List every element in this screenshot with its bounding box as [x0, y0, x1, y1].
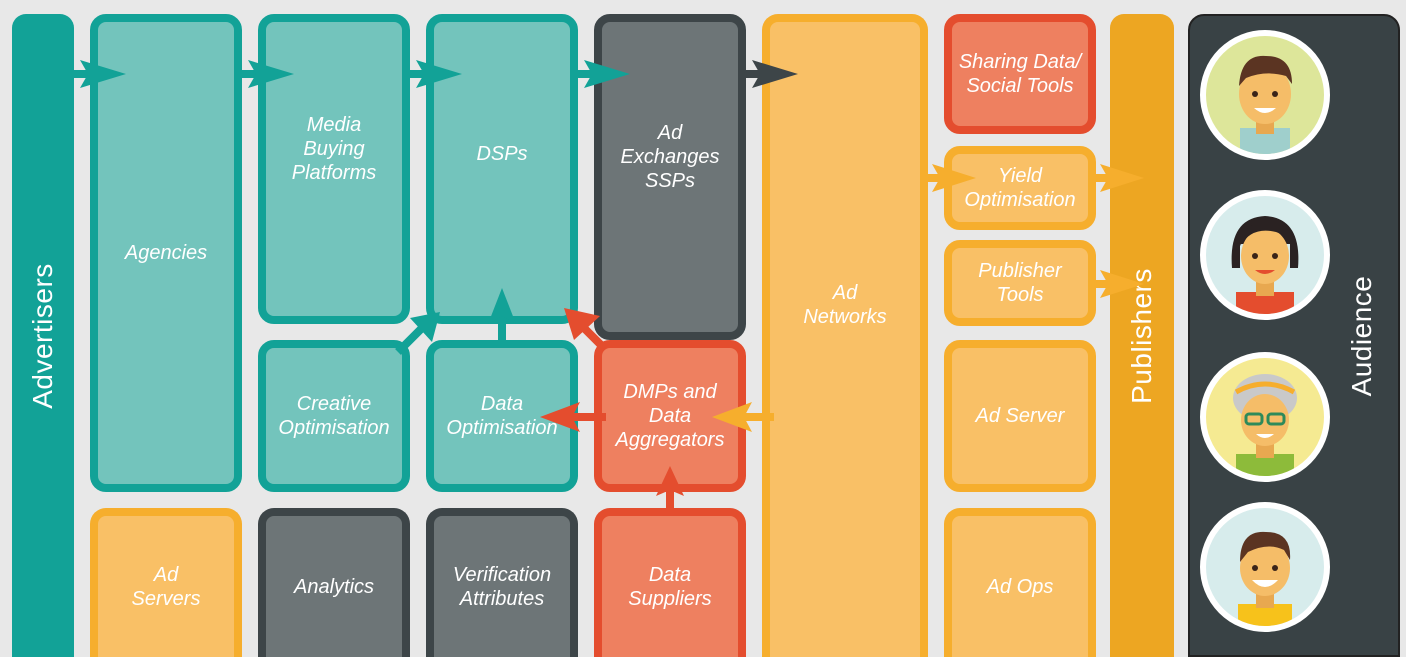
ad-server-label: Ad Server: [975, 405, 1065, 427]
media-buying-platforms-label: Media Buying Platforms: [291, 114, 377, 184]
analytics-box: Analytics: [258, 508, 410, 657]
publisher-tools-to-publishers-arrow: [1088, 270, 1144, 298]
creative-optimisation-label: Creative Optimisation: [278, 393, 390, 439]
networks-to-yield-arrow: [920, 164, 976, 192]
data-suppliers-label: Data Suppliers: [628, 563, 712, 610]
advertisers-to-agencies-arrow: [66, 60, 126, 88]
suppliers-to-dmps-arrow: [656, 466, 684, 512]
yield-optimisation-label: Yield Optimisation: [964, 165, 1076, 211]
verification-attributes-box: Verification Attributes: [426, 508, 578, 657]
publisher-tools-label: Publisher Tools: [978, 260, 1062, 306]
yield-optimisation-box: Yield Optimisation: [944, 146, 1096, 230]
ad-networks-box: Ad Networks: [762, 14, 928, 657]
ad-servers-label: Ad Servers: [131, 563, 201, 610]
publishers-column: Publishers: [1110, 14, 1174, 657]
dmps-to-data-optimisation-arrow: [540, 402, 606, 432]
yield-to-publishers-arrow: [1088, 164, 1144, 192]
networks-to-dmps-arrow: [712, 402, 774, 432]
analytics-label: Analytics: [293, 575, 375, 598]
data-optimisation-box: Data Optimisation: [426, 340, 578, 492]
media-buying-platforms-box: Media Buying Platforms: [258, 14, 410, 324]
advertisers-column: Advertisers: [12, 14, 74, 657]
ad-exchanges-ssps-label: Ad Exchanges SSPs: [620, 122, 720, 192]
creative-optimisation-box: Creative Optimisation: [258, 340, 410, 492]
data-optimisation-label: Data Optimisation: [446, 393, 558, 439]
ad-server-box: Ad Server: [944, 340, 1096, 492]
agencies-box: Agencies: [90, 14, 242, 492]
ad-networks-label: Ad Networks: [803, 281, 887, 328]
ad-exchanges-ssps-box: Ad Exchanges SSPs: [594, 14, 746, 340]
exchanges-to-networks-arrow: [738, 60, 798, 88]
verification-attributes-label: Verification Attributes: [452, 563, 552, 610]
man-avatar-icon: [1200, 30, 1330, 160]
ad-ops-box: Ad Ops: [944, 508, 1096, 657]
agencies-label: Agencies: [124, 242, 208, 264]
boy-avatar-icon: [1200, 502, 1330, 632]
agencies-to-media-buying-arrow: [234, 60, 294, 88]
elderly-woman-avatar-icon: [1200, 352, 1330, 482]
media-buying-to-dsps-arrow: [402, 60, 462, 88]
ad-servers-box: Ad Servers: [90, 508, 242, 657]
dmps-to-dsps-arrow: [564, 308, 607, 351]
woman-avatar-icon: [1200, 190, 1330, 320]
dmps-data-aggregators-label: DMPs and Data Aggregators: [615, 381, 725, 451]
dsps-to-exchanges-arrow: [570, 60, 630, 88]
data-optimisation-to-dsps-arrow: [488, 288, 516, 344]
creative-to-dsps-arrow: [395, 312, 440, 355]
sharing-data-social-tools-label: Sharing Data/ Social Tools: [958, 51, 1082, 97]
sharing-data-social-tools-box: Sharing Data/ Social Tools: [944, 14, 1096, 134]
ad-ops-label: Ad Ops: [986, 575, 1054, 598]
dsps-label: DSPs: [476, 143, 528, 165]
